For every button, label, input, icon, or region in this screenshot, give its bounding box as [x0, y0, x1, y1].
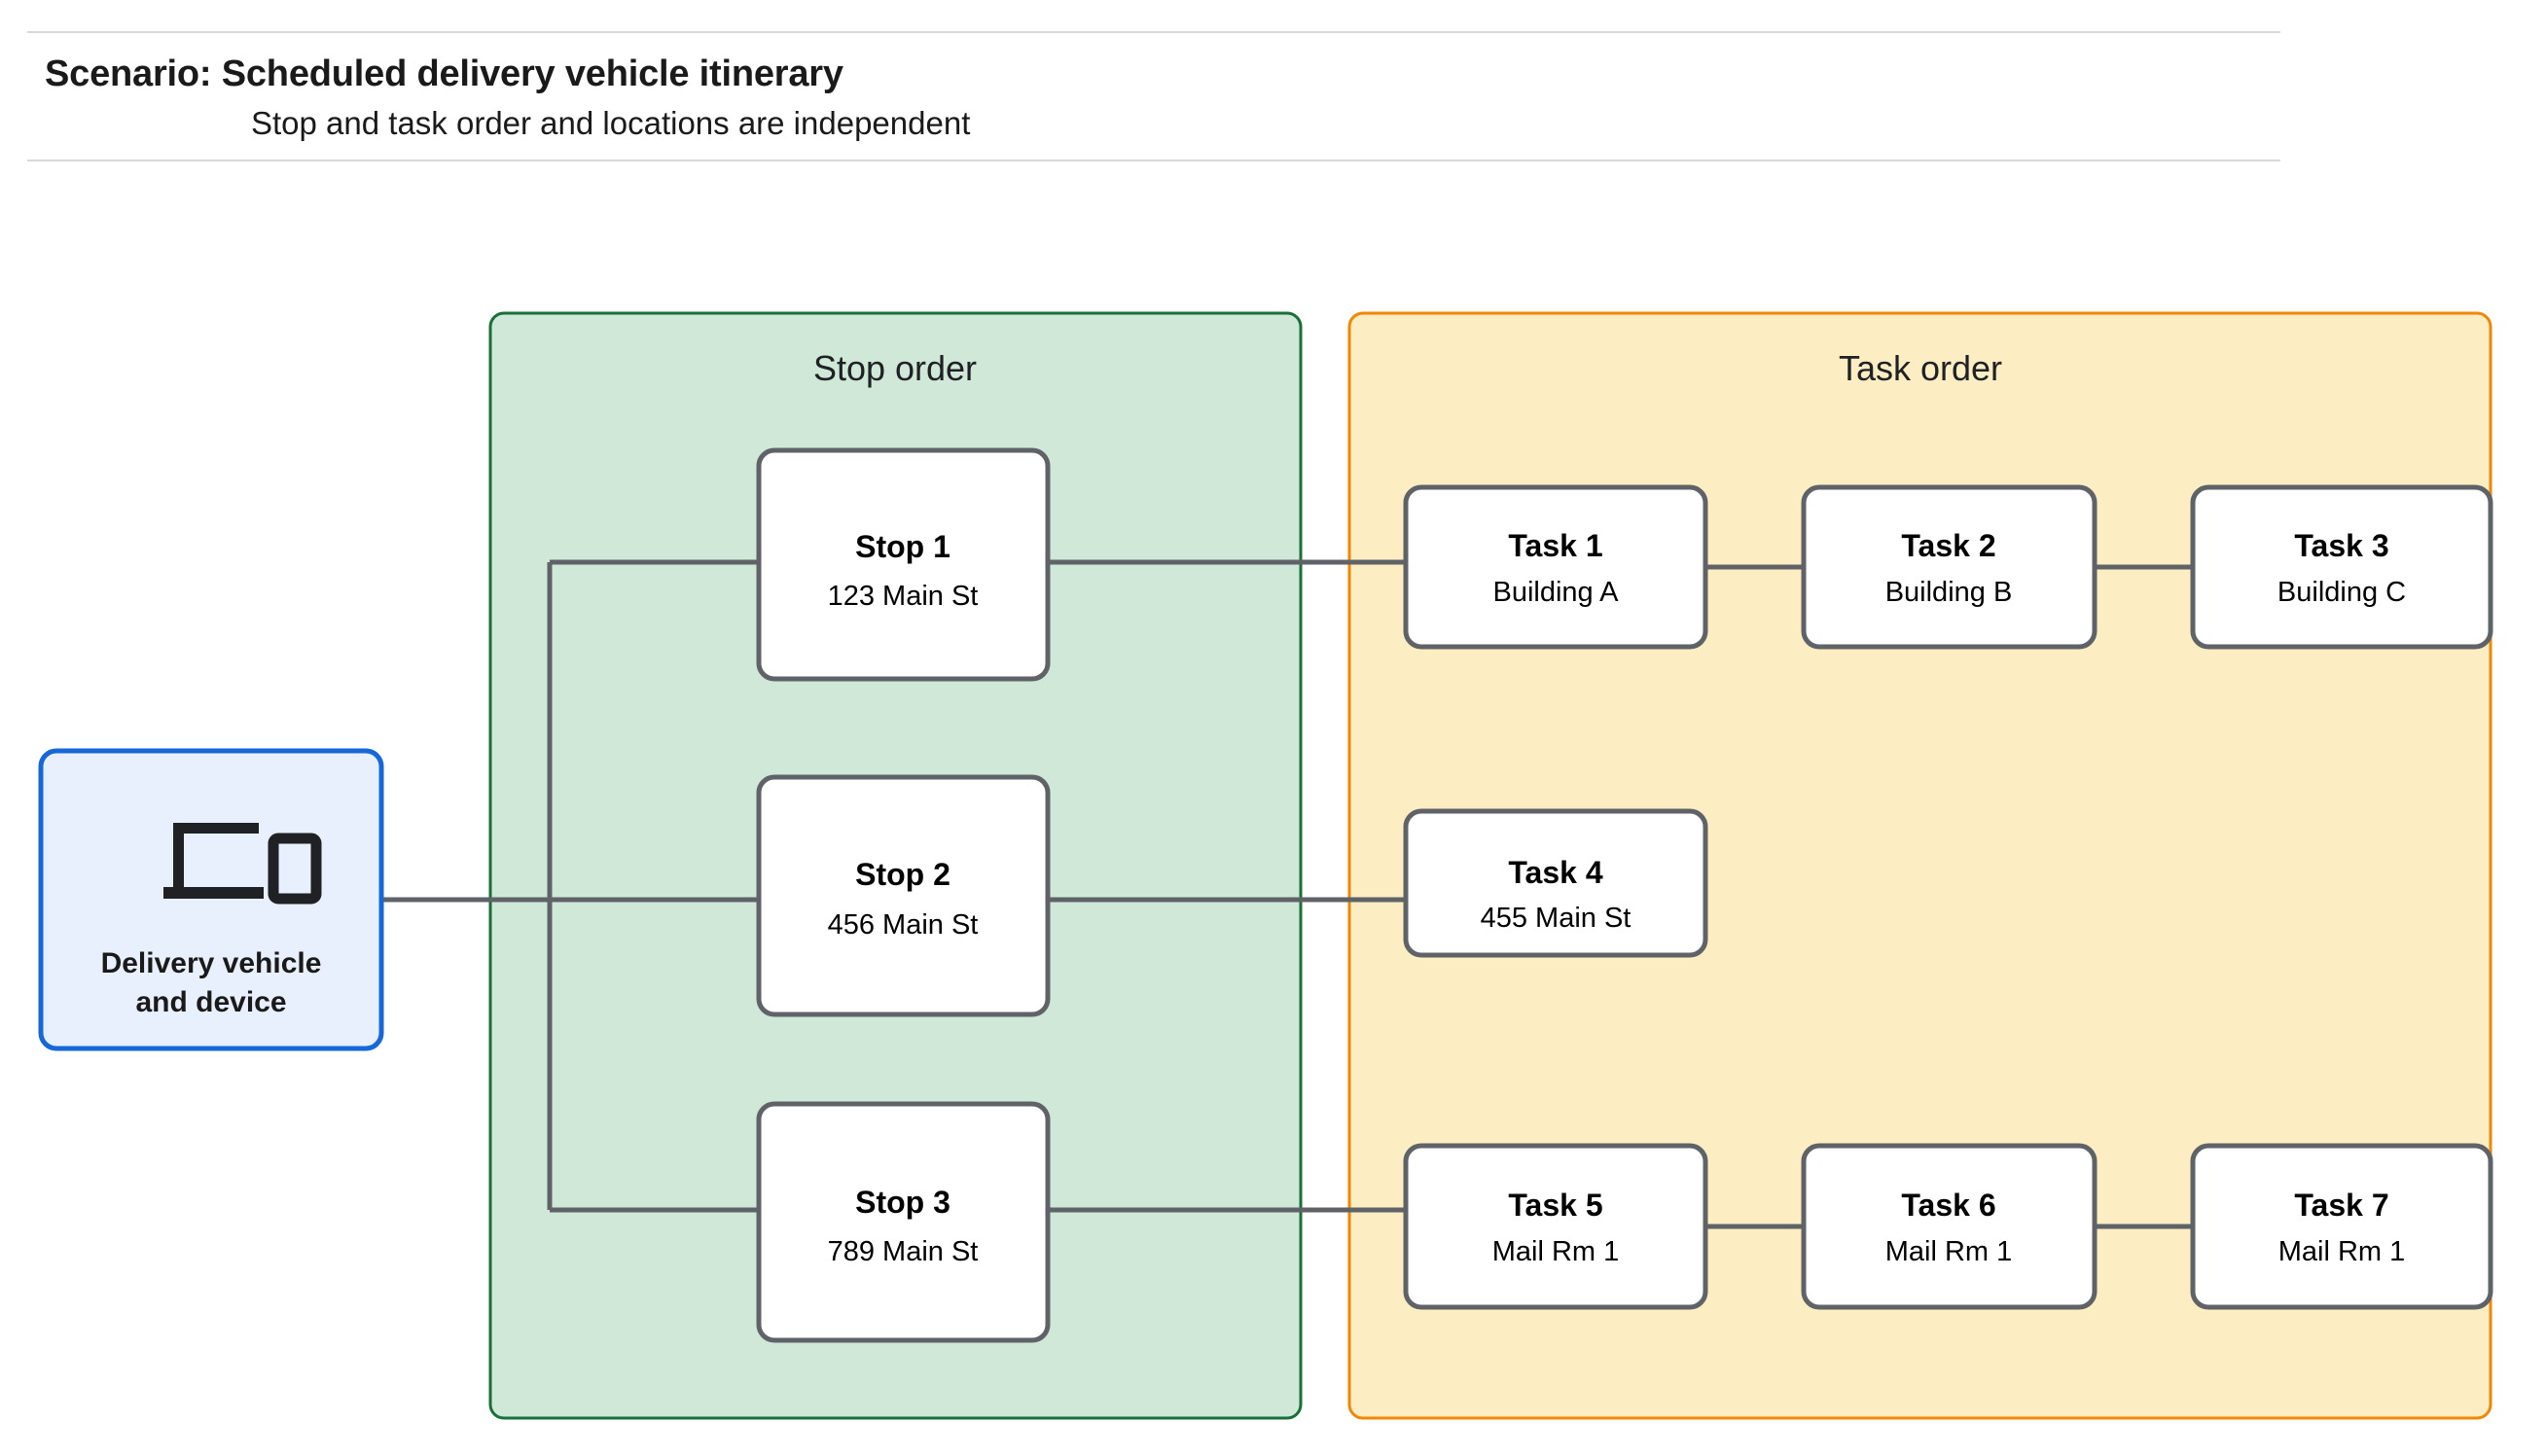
- delivery-vehicle-label-line2: and device: [135, 986, 286, 1018]
- task-title-1: Task 1: [1508, 528, 1602, 563]
- page-subtitle: Stop and task order and locations are in…: [251, 104, 971, 141]
- task-box-6: [1801, 1143, 2098, 1310]
- task-title-5: Task 5: [1508, 1188, 1602, 1223]
- stop-title-1: Stop 1: [855, 529, 950, 564]
- task-subtitle-1: Building A: [1493, 577, 1620, 608]
- devices-icon: [163, 823, 322, 905]
- task-title-2: Task 2: [1901, 528, 1995, 563]
- task-title-7: Task 7: [2294, 1188, 2388, 1223]
- delivery-vehicle-box: [38, 748, 384, 1051]
- page-title: Scenario: Scheduled delivery vehicle iti…: [45, 53, 843, 94]
- task-box-5: [1403, 1143, 1708, 1310]
- task-box-4: [1403, 808, 1708, 958]
- task-order-group-label: Task order: [1839, 348, 2002, 388]
- stop-order-group-label: Stop order: [813, 348, 977, 388]
- header-rule-top: [27, 31, 2280, 33]
- task-subtitle-2: Building B: [1885, 577, 2013, 608]
- stop-node-2[interactable]: Stop 2 456 Main St: [756, 774, 1051, 1017]
- task-node-2[interactable]: Task 2 Building B: [1801, 484, 2098, 650]
- stop-node-1[interactable]: Stop 1 123 Main St: [756, 447, 1051, 682]
- task-box-3: [2190, 484, 2493, 650]
- task-node-4[interactable]: Task 4 455 Main St: [1403, 808, 1708, 958]
- stop-subtitle-2: 456 Main St: [828, 909, 979, 941]
- task-subtitle-4: 455 Main St: [1481, 903, 1632, 934]
- task-node-5[interactable]: Task 5 Mail Rm 1: [1403, 1143, 1708, 1310]
- delivery-vehicle-label-line1: Delivery vehicle: [101, 947, 322, 979]
- task-subtitle-7: Mail Rm 1: [2278, 1236, 2406, 1267]
- task-subtitle-5: Mail Rm 1: [1492, 1236, 1620, 1267]
- task-node-6[interactable]: Task 6 Mail Rm 1: [1801, 1143, 2098, 1310]
- stop-node-3[interactable]: Stop 3 789 Main St: [756, 1101, 1051, 1343]
- task-box-1: [1403, 484, 1708, 650]
- stop-title-3: Stop 3: [855, 1185, 950, 1220]
- stop-box-1: [756, 447, 1051, 682]
- stop-box-3: [756, 1101, 1051, 1343]
- stop-title-2: Stop 2: [855, 857, 950, 892]
- stop-subtitle-3: 789 Main St: [828, 1236, 979, 1267]
- stop-box-2: [756, 774, 1051, 1017]
- task-node-1[interactable]: Task 1 Building A: [1403, 484, 1708, 650]
- delivery-vehicle-node[interactable]: Delivery vehicle and device: [38, 748, 384, 1051]
- task-subtitle-6: Mail Rm 1: [1885, 1236, 2013, 1267]
- header-rule-bottom: [27, 160, 2280, 162]
- task-title-4: Task 4: [1508, 855, 1602, 890]
- task-node-7[interactable]: Task 7 Mail Rm 1: [2190, 1143, 2493, 1310]
- header: Scenario: Scheduled delivery vehicle iti…: [27, 31, 2280, 162]
- stop-subtitle-1: 123 Main St: [828, 581, 979, 612]
- task-node-3[interactable]: Task 3 Building C: [2190, 484, 2493, 650]
- task-title-3: Task 3: [2294, 528, 2388, 563]
- task-box-2: [1801, 484, 2098, 650]
- task-subtitle-3: Building C: [2277, 577, 2406, 608]
- task-title-6: Task 6: [1901, 1188, 1995, 1223]
- task-box-7: [2190, 1143, 2493, 1310]
